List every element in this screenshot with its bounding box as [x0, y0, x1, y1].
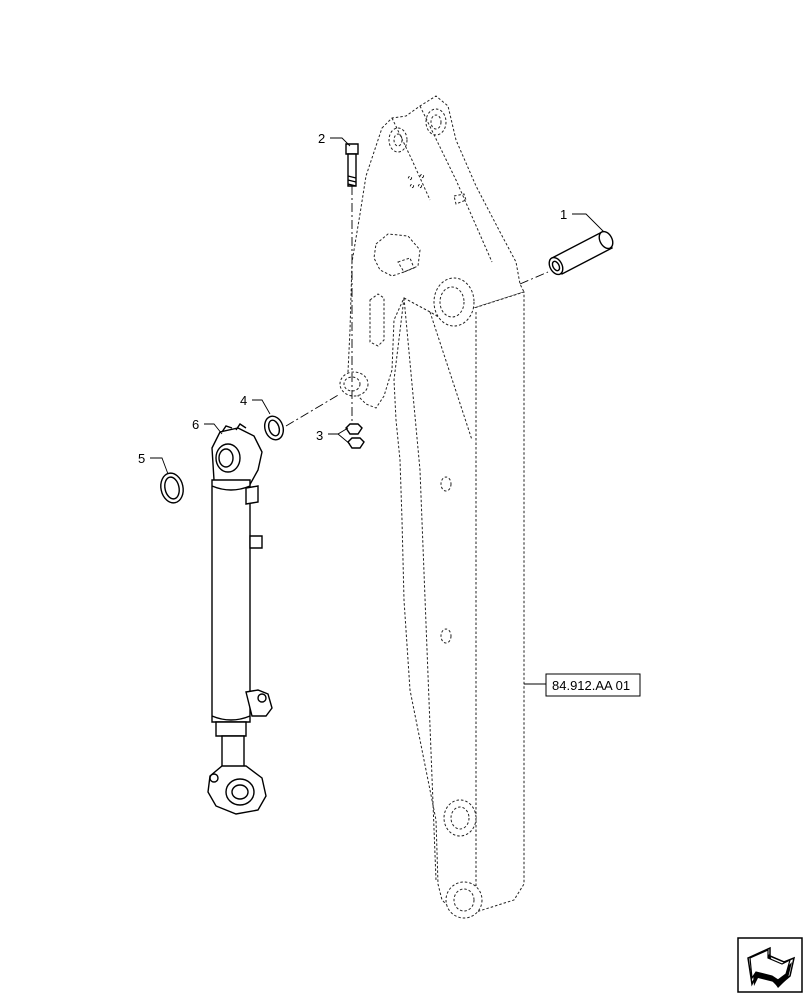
bolt-part-2 [345, 143, 359, 187]
arm-assembly-phantom [339, 95, 525, 919]
callout-3: 3 [316, 428, 323, 443]
reference-label-box[interactable]: 84.912.AA 01 [545, 673, 641, 697]
callout-2: 2 [318, 131, 325, 146]
callout-4: 4 [240, 393, 247, 408]
callout-leaders [150, 137, 605, 685]
assembly-centerlines [285, 186, 549, 430]
pin-part-1 [548, 230, 614, 276]
reference-label-text: 84.912.AA 01 [552, 678, 630, 693]
callout-6: 6 [192, 417, 199, 432]
callout-5: 5 [138, 451, 145, 466]
washer-part-4 [263, 415, 285, 441]
callout-numbers: 1 2 3 4 5 6 [138, 131, 567, 466]
shim-part-5 [160, 472, 184, 504]
cylinder-part-6 [207, 423, 273, 815]
callout-1: 1 [560, 207, 567, 222]
next-page-arrow-icon[interactable] [737, 937, 803, 993]
nut-part-3 [345, 423, 365, 449]
